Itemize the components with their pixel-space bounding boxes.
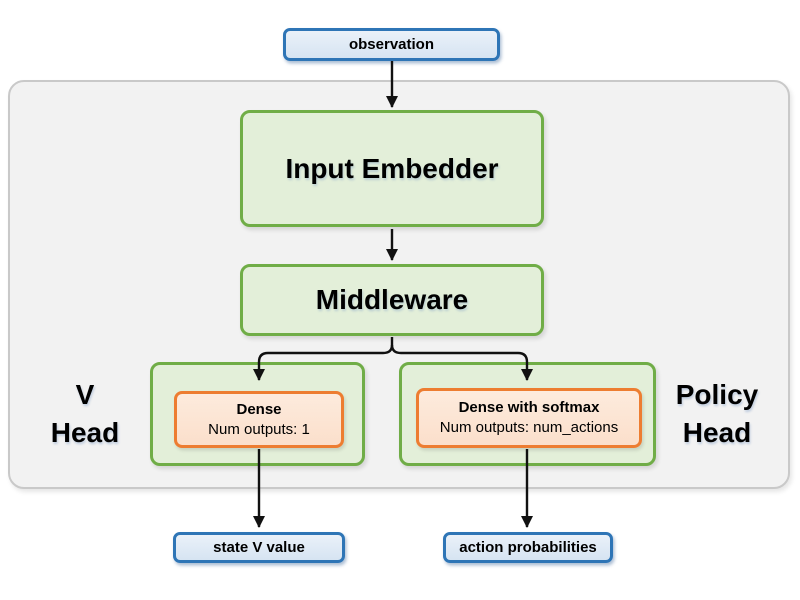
state-v-value-label: state V value bbox=[213, 539, 305, 556]
dense-title: Dense bbox=[236, 400, 282, 418]
policy-head-label-line2: Head bbox=[682, 417, 752, 448]
dense-softmax-title: Dense with softmax bbox=[458, 399, 600, 416]
policy-head-label: Policy Head bbox=[653, 376, 781, 452]
middleware-label: Middleware bbox=[315, 284, 469, 315]
policy-head-label-line1: Policy bbox=[675, 379, 759, 410]
observation-node: observation bbox=[283, 28, 500, 61]
dense-node: Dense Num outputs: 1 bbox=[174, 391, 344, 448]
v-head-label-line1: V bbox=[75, 379, 95, 410]
observation-label: observation bbox=[348, 36, 435, 53]
v-head-label: V Head bbox=[30, 376, 140, 452]
v-head-label-line2: Head bbox=[50, 417, 120, 448]
dense-softmax-subtitle: Num outputs: num_actions bbox=[439, 419, 619, 436]
middleware-node: Middleware bbox=[240, 264, 544, 336]
dense-softmax-node: Dense with softmax Num outputs: num_acti… bbox=[416, 388, 642, 448]
state-v-value-node: state V value bbox=[173, 532, 345, 563]
input-embedder-label: Input Embedder bbox=[285, 152, 499, 184]
dense-subtitle: Num outputs: 1 bbox=[208, 420, 310, 438]
action-probabilities-label: action probabilities bbox=[459, 539, 597, 556]
input-embedder-node: Input Embedder bbox=[240, 110, 544, 227]
action-probabilities-node: action probabilities bbox=[443, 532, 613, 563]
